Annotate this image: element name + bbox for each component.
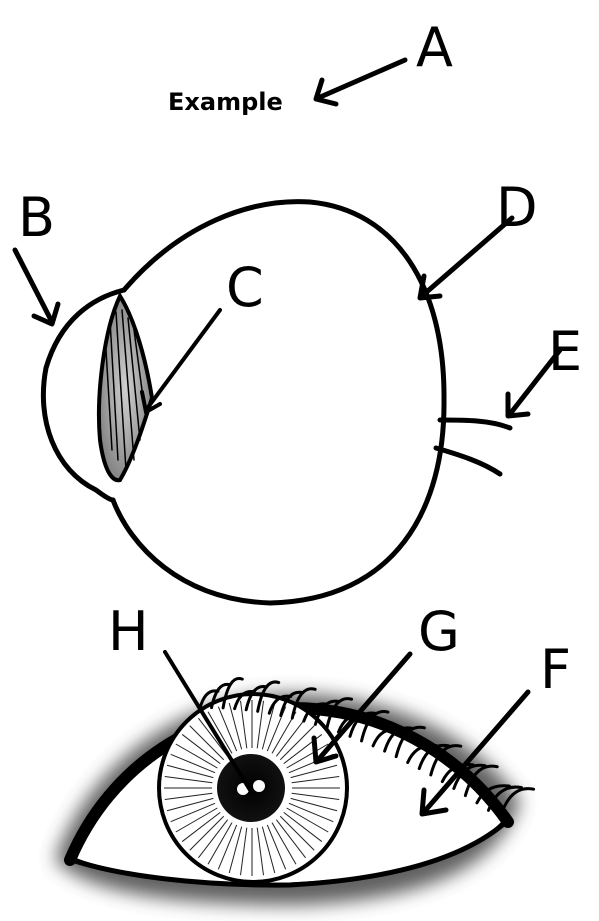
label-f: F [540, 638, 571, 701]
label-b: B [18, 186, 55, 249]
label-e: E [548, 320, 582, 383]
eye-front-view [55, 679, 534, 905]
arrow-b [15, 250, 58, 324]
sclera [113, 202, 444, 603]
label-h: H [108, 600, 149, 663]
label-a: A [416, 16, 453, 79]
arrow-d [420, 218, 512, 298]
arrow-e [508, 350, 560, 416]
arrow-c [142, 310, 220, 412]
label-g: G [418, 600, 460, 663]
eyeball-side-view [43, 202, 510, 603]
label-c: C [226, 256, 264, 319]
optic-nerve [436, 420, 510, 474]
arrow-a [316, 60, 405, 104]
pupil-highlight [253, 780, 265, 792]
example-text: Example [168, 88, 283, 116]
